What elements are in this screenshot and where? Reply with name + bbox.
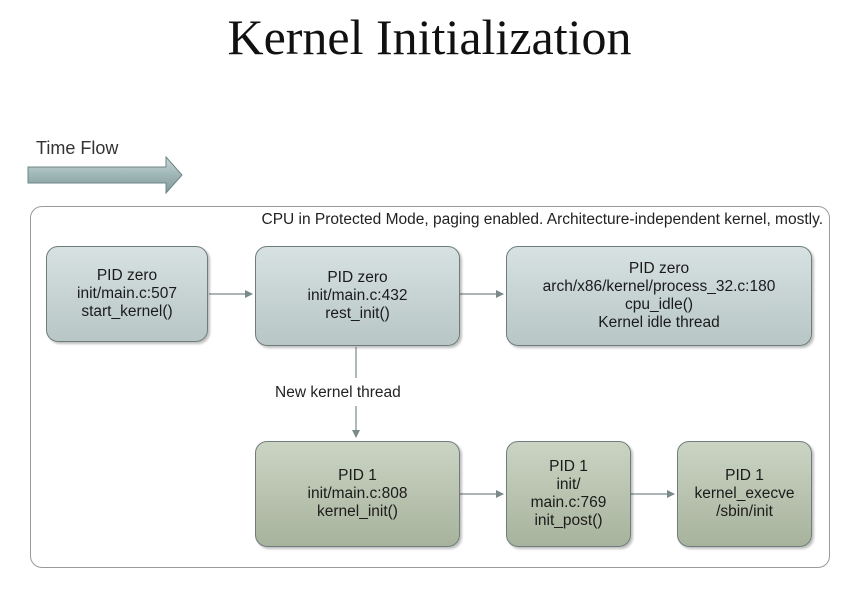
time-flow-label: Time Flow: [36, 138, 119, 158]
box-kernel-init-line: init/main.c:808: [307, 485, 408, 502]
box-rest-init: PID zero init/main.c:432 rest_init(): [255, 246, 460, 346]
box-kernel-execve-line: /sbin/init: [716, 503, 773, 520]
new-kernel-thread-label: New kernel thread: [275, 384, 401, 401]
time-flow-arrow-icon: [27, 155, 183, 195]
box-rest-init-line: PID zero: [327, 269, 388, 286]
box-rest-init-line: rest_init(): [325, 305, 390, 322]
box-kernel-init: PID 1 init/main.c:808 kernel_init(): [255, 441, 460, 547]
box-kernel-init-line: kernel_init(): [317, 503, 398, 520]
box-kernel-execve: PID 1 kernel_execve /sbin/init: [677, 441, 812, 547]
box-cpu-idle-line: PID zero: [628, 260, 690, 277]
box-kernel-init-line: PID 1: [338, 467, 377, 484]
box-cpu-idle: PID zero arch/x86/kernel/process_32.c:18…: [506, 246, 812, 346]
box-start-kernel-line: PID zero: [96, 267, 158, 284]
box-cpu-idle-line: Kernel idle thread: [598, 314, 720, 331]
box-cpu-idle-line: cpu_idle(): [624, 296, 694, 313]
box-cpu-idle-line: arch/x86/kernel/process_32.c:180: [542, 278, 776, 295]
box-kernel-execve-line: PID 1: [725, 467, 764, 484]
box-init-post: PID 1 init/ main.c:769 init_post(): [506, 441, 631, 547]
box-init-post-line: init/: [556, 476, 581, 493]
box-kernel-execve-line: kernel_execve: [694, 485, 795, 502]
box-start-kernel-line: start_kernel(): [81, 303, 173, 320]
box-start-kernel: PID zero init/main.c:507 start_kernel(): [46, 246, 208, 342]
box-start-kernel-line: init/main.c:507: [77, 285, 177, 302]
box-rest-init-line: init/main.c:432: [307, 287, 408, 304]
box-init-post-line: init_post(): [534, 512, 603, 529]
box-init-post-line: PID 1: [549, 458, 588, 475]
frame-caption: CPU in Protected Mode, paging enabled. A…: [261, 211, 823, 228]
page-title: Kernel Initialization: [227, 9, 632, 65]
box-init-post-line: main.c:769: [530, 494, 607, 511]
